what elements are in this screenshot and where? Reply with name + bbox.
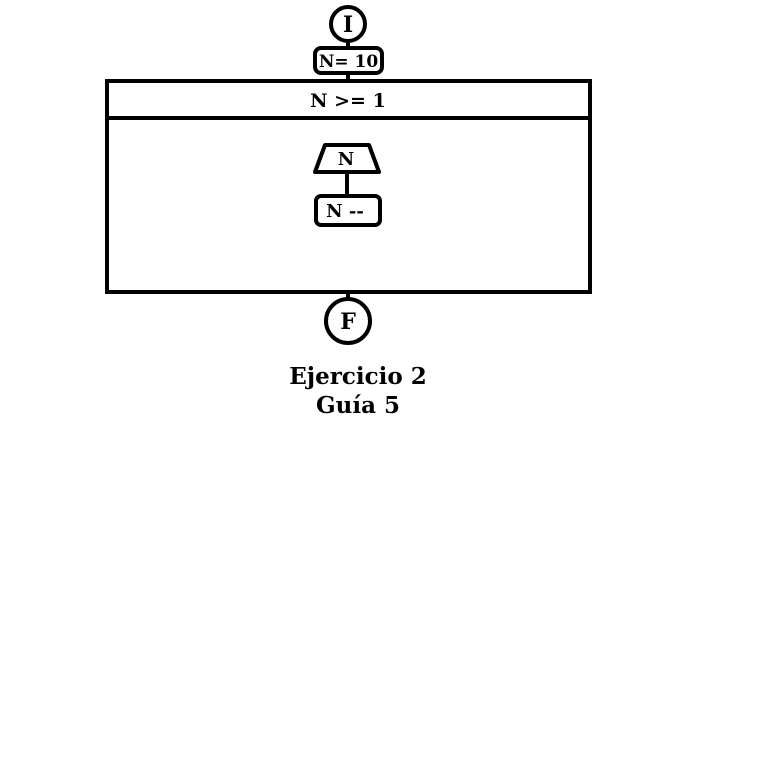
- loop-condition: N >= 1: [310, 90, 386, 112]
- caption-guide: Guía 5: [315, 392, 400, 419]
- caption-exercise: Ejercicio 2: [289, 363, 427, 390]
- assign-label: N= 10: [319, 52, 379, 72]
- assign-process: N= 10: [313, 46, 384, 75]
- start-terminal: I: [329, 5, 367, 43]
- decrement-label: N --: [326, 201, 364, 222]
- end-terminal: F: [324, 297, 372, 345]
- output-label: N: [338, 149, 354, 170]
- end-label: F: [340, 309, 356, 335]
- decrement-process: N --: [314, 194, 382, 227]
- start-label: I: [343, 12, 353, 38]
- output-shape: N: [313, 143, 381, 174]
